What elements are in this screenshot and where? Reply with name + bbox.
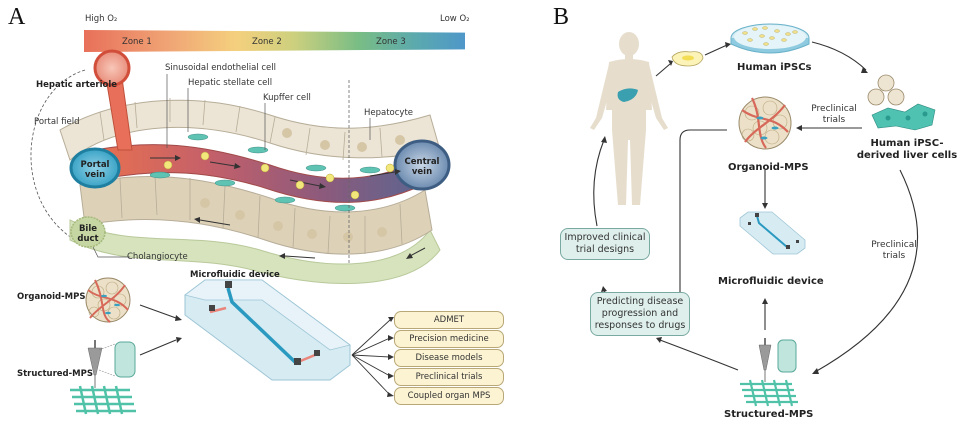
improved-clinical-trial-designs-box: Improved clinical trial designs xyxy=(560,228,650,260)
application-admet: ADMET xyxy=(394,311,504,329)
high-o2-label: High O₂ xyxy=(85,14,118,24)
panel-a-letter: A xyxy=(8,4,26,30)
liver-icon xyxy=(617,88,638,102)
organoid-mps-illustration xyxy=(85,277,131,323)
application-disease-models: Disease models xyxy=(394,349,504,367)
zone-2-label: Zone 2 xyxy=(252,37,282,47)
central-vein-label: Central vein xyxy=(404,157,440,177)
microfluidic-device-title: Microfluidic device xyxy=(190,270,280,280)
portal-field-label: Portal field xyxy=(34,117,80,127)
oxygen-gradient-bar xyxy=(84,30,465,52)
structured-mps-illustration xyxy=(70,340,136,415)
ipsc-derived-liver-cells-icon xyxy=(867,74,936,131)
organoid-mps-node-label: Organoid-MPS xyxy=(728,162,809,173)
application-coupled-organ-mps: Coupled organ MPS xyxy=(394,387,504,405)
organoid-mps-icon xyxy=(738,96,792,150)
hepatic-stellate-cell-label: Hepatic stellate cell xyxy=(188,78,273,88)
application-precision-medicine: Precision medicine xyxy=(394,330,504,348)
bile-duct xyxy=(70,216,106,248)
sinusoidal-endothelial-cell-label: Sinusoidal endothelial cell xyxy=(165,63,276,73)
kupffer-cell-label: Kupffer cell xyxy=(263,93,311,103)
application-preclinical-trials: Preclinical trials xyxy=(394,368,504,386)
hepatocyte-label: Hepatocyte xyxy=(364,108,414,118)
preclinical-trials-label-top: Preclinical trials xyxy=(811,104,857,125)
bile-duct-channel xyxy=(69,219,441,285)
panel-b-letter: B xyxy=(553,4,570,30)
central-vein xyxy=(393,139,451,191)
organoid-mps-label: Organoid-MPS xyxy=(17,292,86,302)
microfluidic-device-node-label: Microfluidic device xyxy=(718,276,824,287)
hepatic-arteriole xyxy=(93,49,131,87)
microfluidic-device-illustration xyxy=(184,279,351,381)
hepatic-arteriole-label: Hepatic arteriole xyxy=(36,80,118,90)
portal-field-boundary xyxy=(30,69,86,241)
bile-duct-label: Bile duct xyxy=(77,224,99,244)
human-body-icon xyxy=(590,32,668,205)
zone-1-label: Zone 1 xyxy=(122,37,152,47)
structured-mps-label: Structured-MPS xyxy=(17,369,93,379)
structured-mps-node-label: Structured-MPS xyxy=(724,409,814,420)
microfluidic-device-icon xyxy=(739,211,806,255)
portal-vein-label: Portal vein xyxy=(80,160,110,180)
petri-dish-icon xyxy=(730,23,810,54)
zone-3-label: Zone 3 xyxy=(376,37,406,47)
human-ipscs-label: Human iPSCs xyxy=(737,62,812,73)
cholangiocyte-label: Cholangiocyte xyxy=(127,252,188,262)
structured-mps-icon xyxy=(740,338,798,407)
low-o2-label: Low O₂ xyxy=(440,14,470,24)
preclinical-trials-label-right: Preclinical trials xyxy=(871,240,917,261)
ipsc-derived-liver-cells-label: Human iPSC-derived liver cells xyxy=(856,138,958,161)
portal-vein xyxy=(69,147,121,189)
predicting-disease-progression-box: Predicting disease progression and respo… xyxy=(590,292,690,336)
